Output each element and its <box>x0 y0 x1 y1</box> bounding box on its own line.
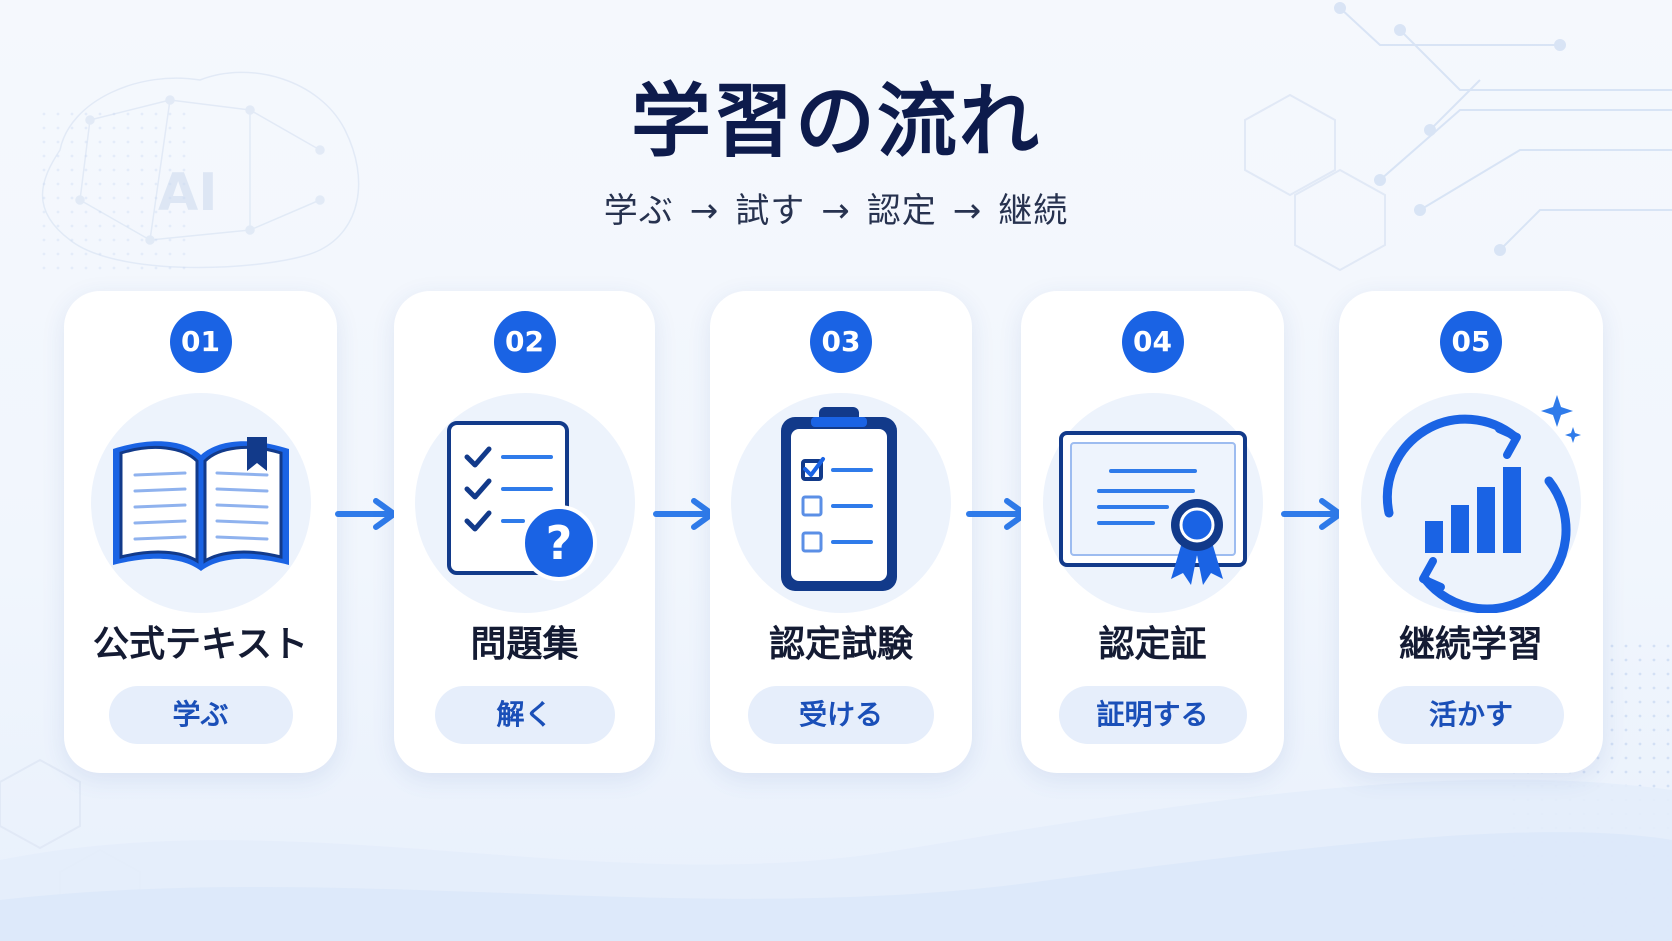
svg-text:?: ? <box>545 516 572 570</box>
icon-container: ? <box>414 393 635 613</box>
certificate-icon <box>1058 431 1247 585</box>
step-action-pill: 受ける <box>748 686 934 744</box>
step-number-badge: 03 <box>810 311 872 373</box>
step-label: 認定試験 <box>768 624 913 665</box>
step-action-pill: 解く <box>434 686 615 744</box>
checklist-question-icon: ? <box>446 421 597 581</box>
step-label: 継続学習 <box>1398 624 1543 665</box>
arrow-right-icon <box>335 498 397 530</box>
clipboard-checklist-icon <box>781 407 897 591</box>
page-title: 学習の流れ <box>631 75 1041 168</box>
circuit-lines-decoration <box>1334 2 1672 256</box>
flow-arrow: → <box>689 191 720 231</box>
step-card-3: 03 認定試験 受ける <box>710 291 972 773</box>
step-action-pill: 活かす <box>1378 686 1564 744</box>
icon-container <box>1042 393 1263 613</box>
arrow-right-icon <box>1281 498 1343 530</box>
step-label: 認定証 <box>1098 624 1207 665</box>
flow-step-1: 学ぶ <box>603 191 674 231</box>
step-card-4: 04 認定証 証明する <box>1021 291 1284 773</box>
step-label: 問題集 <box>470 624 579 665</box>
step-action-pill: 証明する <box>1058 686 1247 744</box>
arrow-right-icon <box>653 498 715 530</box>
icon-container <box>90 393 311 613</box>
flow-step-2: 試す <box>735 191 806 231</box>
step-number-badge: 05 <box>1440 311 1502 373</box>
step-action-pill: 学ぶ <box>108 686 293 744</box>
step-card-2: 02 ? 問題集 解く <box>394 291 655 773</box>
flow-step-3: 認定 <box>866 191 937 231</box>
step-label: 公式テキスト <box>93 624 308 665</box>
flow-step-4: 継続 <box>998 191 1069 231</box>
flow-arrow: → <box>821 191 851 231</box>
flow-arrow: → <box>952 191 983 231</box>
step-card-5: 05 継続学習 活かす <box>1339 291 1603 773</box>
flow-subtitle: 学ぶ → 試す → 認定 → 継続 <box>0 188 1672 234</box>
growth-cycle-icon <box>1382 395 1581 613</box>
step-number-badge: 02 <box>493 311 556 373</box>
step-number-badge: 04 <box>1121 311 1184 373</box>
icon-container <box>1361 393 1581 613</box>
step-card-1: 01 公式テキスト 学ぶ <box>64 291 337 773</box>
step-number-badge: 01 <box>169 311 232 373</box>
open-book-icon <box>112 437 289 571</box>
icon-container <box>731 393 951 613</box>
